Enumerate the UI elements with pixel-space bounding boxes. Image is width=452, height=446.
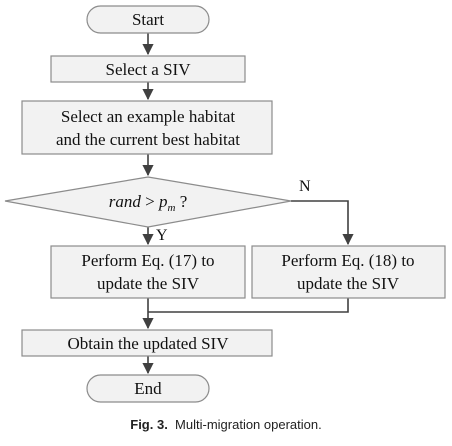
select-siv-node: Select a SIV — [50, 55, 246, 83]
condition-var: p — [158, 192, 168, 211]
figure-caption: Fig. 3. Multi-migration operation. — [0, 417, 452, 432]
perform-eq18-line-1: Perform Eq. (18) to — [281, 251, 414, 270]
condition-suffix: ? — [175, 192, 187, 211]
perform-eq18-line-2: update the SIV — [297, 274, 400, 293]
perform-eq18-node: Perform Eq. (18) to update the SIV — [251, 245, 446, 299]
condition-node: rand > pm ? — [4, 176, 292, 228]
perform-eq17-line-2: update the SIV — [97, 274, 200, 293]
condition-label: rand > pm ? — [109, 192, 187, 214]
perform-eq17-line-1: Perform Eq. (17) to — [81, 251, 214, 270]
caption-label: Fig. 3. — [130, 417, 168, 432]
select-habitat-line-2: and the current best habitat — [56, 130, 240, 149]
condition-lhs: rand — [109, 192, 142, 211]
branch-label-yes: Y — [156, 227, 168, 244]
edge-condition-no — [291, 200, 354, 246]
flowchart: Start Select a SIV Select an example hab… — [4, 5, 446, 403]
select-habitat-node: Select an example habitat and the curren… — [21, 100, 273, 155]
caption-text: Multi-migration operation. — [175, 417, 322, 432]
condition-sub: m — [167, 202, 175, 214]
start-node: Start — [86, 5, 210, 34]
perform-eq17-node: Perform Eq. (17) to update the SIV — [50, 245, 246, 299]
select-siv-label: Select a SIV — [106, 60, 192, 79]
end-node: End — [86, 374, 210, 403]
obtain-node: Obtain the updated SIV — [21, 329, 273, 357]
obtain-label: Obtain the updated SIV — [68, 334, 230, 353]
branch-label-no: N — [299, 178, 311, 195]
condition-op: > — [141, 192, 159, 211]
edge-perform18-merge — [148, 298, 349, 313]
end-label: End — [134, 379, 162, 398]
start-label: Start — [132, 10, 164, 29]
select-habitat-line-1: Select an example habitat — [61, 107, 235, 126]
